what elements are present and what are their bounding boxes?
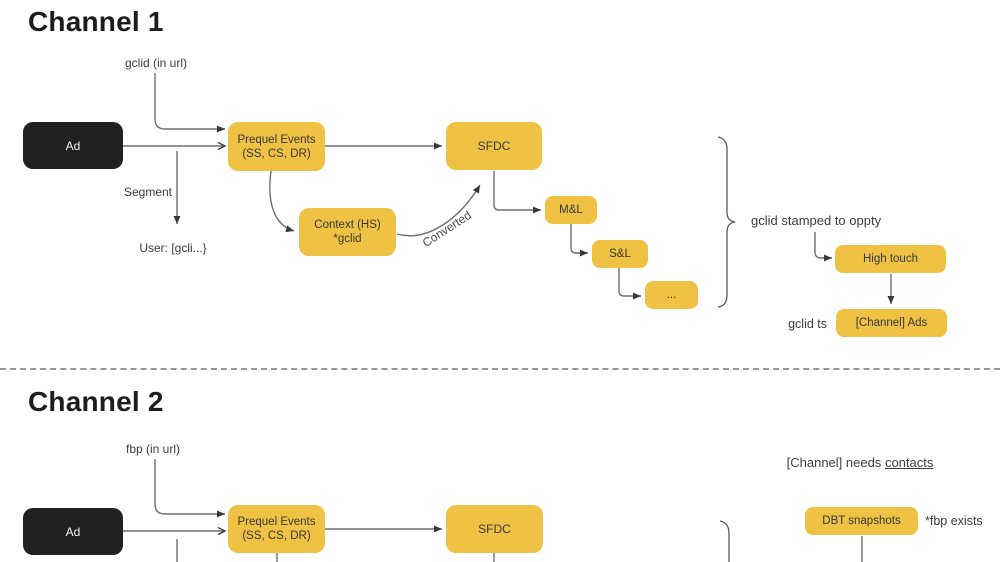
prequel-events-node-ch2[interactable]: Prequel Events (SS, CS, DR): [228, 505, 325, 553]
user-gcli-label: User: [gcli...}: [139, 241, 207, 255]
fbp-in-url-label: fbp (in url): [125, 442, 181, 456]
wire-sl-to-more: [618, 268, 641, 300]
ad-node-ch1[interactable]: Ad: [23, 122, 123, 169]
brace-ch2: [719, 520, 730, 562]
high-touch-node[interactable]: High touch: [835, 245, 946, 273]
channel1-title: Channel 1: [28, 6, 164, 37]
more-node[interactable]: ...: [645, 281, 698, 309]
brace-ch1: [717, 136, 736, 308]
wire-prequel-to-context: [269, 170, 295, 233]
wire-sfdc-to-ml: [493, 171, 541, 214]
gclid-stamped-label: gclid stamped to oppty: [751, 213, 882, 228]
sl-node[interactable]: S&L: [592, 240, 648, 268]
channel-needs-contacts-label: [Channel] needs contacts: [786, 455, 934, 470]
prequel-events-node-ch1[interactable]: Prequel Events (SS, CS, DR): [228, 122, 325, 171]
channel-ads-node[interactable]: [Channel] Ads: [836, 309, 947, 337]
gclid-ts-label: gclid ts: [788, 317, 827, 331]
gclid-in-url-label: gclid (in url): [124, 56, 187, 70]
segment-label: Segment: [123, 185, 172, 199]
wire-fbp-to-prequel: [154, 459, 225, 518]
wire-ml-to-sl: [570, 224, 588, 257]
wire-gclid-to-prequel: [154, 73, 225, 133]
ml-node[interactable]: M&L: [545, 196, 597, 224]
contacts-underlined-text: contacts: [884, 455, 934, 470]
context-hs-node[interactable]: Context (HS) *gclid: [299, 208, 396, 256]
converted-label: Converted: [419, 208, 474, 250]
sfdc-node-ch2[interactable]: SFDC: [446, 505, 543, 553]
dbt-snapshots-node[interactable]: DBT snapshots: [805, 507, 918, 535]
fbp-exists-label: *fbp exists: [925, 514, 983, 528]
channel2-title: Channel 2: [28, 386, 164, 417]
section-divider: [0, 368, 1000, 370]
ad-node-ch2[interactable]: Ad: [23, 508, 123, 555]
wire-stamped-to-hightouch: [814, 232, 832, 262]
sfdc-node-ch1[interactable]: SFDC: [446, 122, 542, 170]
